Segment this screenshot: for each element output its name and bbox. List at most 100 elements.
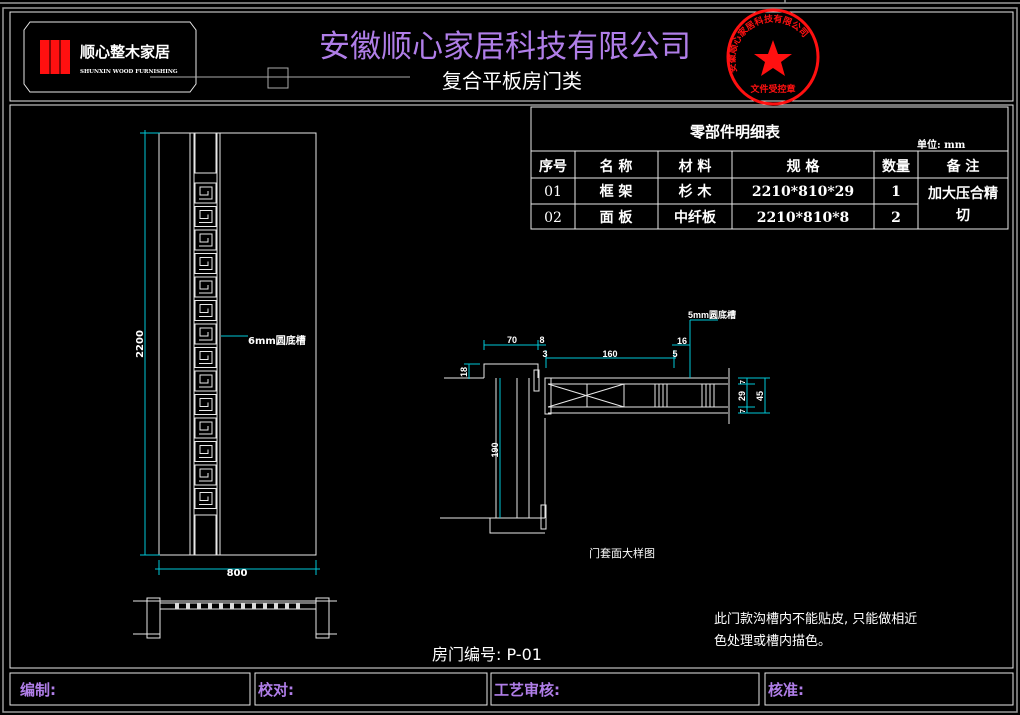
fret-motif <box>194 253 217 274</box>
height-dimension: 2200 <box>135 330 146 358</box>
dim-29: 29 <box>737 391 747 401</box>
section-block <box>230 603 234 609</box>
remark: 加大压合精 <box>927 185 998 202</box>
header-box <box>9 11 1014 102</box>
table-title: 零部件明细表 <box>689 123 781 141</box>
fret-motif <box>194 417 217 439</box>
column-header: 备 注 <box>946 158 980 175</box>
section-block <box>263 603 267 609</box>
detail-caption: 门套面大样图 <box>589 546 655 560</box>
dim-8: 8 <box>539 335 544 345</box>
section-block <box>208 603 212 609</box>
dim-3: 3 <box>542 349 547 359</box>
fret-motif <box>199 327 213 341</box>
checked-label: 校对: <box>258 681 294 699</box>
svg-text:杉 木: 杉 木 <box>679 183 713 200</box>
approved-label: 核准: <box>768 681 804 699</box>
fret-motif <box>199 492 213 505</box>
table-row: 01 框 架 杉 木 2210*810*29 1 <box>544 183 901 200</box>
fret-motif <box>199 304 213 317</box>
svg-text:1: 1 <box>891 184 901 200</box>
svg-text:2: 2 <box>891 210 901 226</box>
section-block <box>296 603 300 609</box>
logo-english: SHUNXIN WOOD FURNISHING <box>80 69 178 75</box>
fret-motif <box>194 182 217 204</box>
column-header: 序号 <box>539 158 567 175</box>
company-seal: 安徽顺心家居科技有限公司 文件受控章 <box>726 8 820 106</box>
column-header: 规 格 <box>787 158 821 175</box>
fret-motif <box>194 441 217 462</box>
signature-footer: 编制: 校对: 工艺审核: 核准: <box>9 672 1014 706</box>
dim-70: 70 <box>507 335 517 345</box>
fret-motif <box>194 206 217 227</box>
section-block <box>175 603 179 609</box>
fret-motif <box>199 280 213 294</box>
frame-detail-drawing: 5mm圆底槽 70 8 3 160 5 16 18 190 7 29 7 45 … <box>440 309 770 560</box>
fret-motif <box>194 488 217 509</box>
dim-45: 45 <box>755 391 765 401</box>
dim-18: 18 <box>459 367 469 377</box>
fret-motif <box>194 464 217 486</box>
section-block <box>219 603 223 609</box>
fret-motif <box>194 276 217 298</box>
table-row: 02 面 板 中纤板 2210*810*8 2 <box>544 209 901 226</box>
door-elevation: 2200 800 6mm圆底槽 房门编号: P-01 <box>133 130 542 664</box>
drafted-label: 编制: <box>20 681 56 699</box>
fret-motif <box>199 233 213 247</box>
company-name: 安徽顺心家居科技有限公司 <box>319 29 691 65</box>
fret-motif <box>194 347 217 368</box>
section-block <box>241 603 245 609</box>
dim-7: 7 <box>740 380 747 384</box>
svg-text:02: 02 <box>544 210 562 226</box>
column-header: 数量 <box>882 158 910 175</box>
remark: 切 <box>956 208 970 224</box>
svg-text:中纤板: 中纤板 <box>674 209 717 226</box>
fret-motif <box>199 445 213 458</box>
groove-label: 5mm圆底槽 <box>688 309 736 320</box>
section-block <box>274 603 278 609</box>
svg-text:01: 01 <box>544 184 562 200</box>
fret-motif <box>194 394 217 415</box>
logo-text: 顺心整木家居 <box>80 43 170 61</box>
width-dimension: 800 <box>227 568 248 579</box>
svg-text:框 架: 框 架 <box>600 183 633 200</box>
fret-motif <box>199 210 213 223</box>
dim-7: 7 <box>740 409 747 413</box>
section-block <box>252 603 256 609</box>
svg-text:2210*810*29: 2210*810*29 <box>752 184 854 200</box>
fret-motif <box>199 421 213 435</box>
note-text: 此门款沟槽内不能贴皮, 只能做相近 <box>714 611 917 627</box>
fret-motif <box>199 468 213 482</box>
fret-motif <box>194 370 217 392</box>
svg-text:面 板: 面 板 <box>600 209 634 226</box>
fret-motif <box>194 229 217 251</box>
groove-label: 6mm圆底槽 <box>248 334 306 347</box>
fret-motif <box>199 186 213 200</box>
fret-motif <box>194 323 217 345</box>
column-header: 材 料 <box>679 158 712 175</box>
dim-190: 190 <box>490 442 500 457</box>
fret-motif <box>194 300 217 321</box>
fret-motif <box>199 351 213 364</box>
svg-text:2210*810*8: 2210*810*8 <box>757 210 850 226</box>
outer-frame <box>2 7 1018 713</box>
section-block <box>285 603 289 609</box>
note-text: 色处理或槽内描色。 <box>714 633 831 649</box>
dim-16: 16 <box>677 336 687 346</box>
table-unit: 单位: mm <box>917 138 966 151</box>
svg-text:文件受控章: 文件受控章 <box>749 83 795 95</box>
fret-motif <box>199 257 213 270</box>
company-logo: 顺心整木家居 SHUNXIN WOOD FURNISHING <box>23 21 197 93</box>
section-block <box>197 603 201 609</box>
fret-motif <box>199 374 213 388</box>
dim-160: 160 <box>602 349 617 359</box>
drawing-subtitle: 复合平板房门类 <box>442 69 582 93</box>
dim-5: 5 <box>672 349 677 359</box>
parts-table: 零部件明细表 单位: mm 序号 名 称 材 料 规 格 数量 备 注 01 框… <box>530 106 1009 230</box>
door-number: 房门编号: P-01 <box>432 645 542 664</box>
section-block <box>186 603 190 609</box>
process-review-label: 工艺审核: <box>494 681 560 699</box>
column-header: 名 称 <box>600 158 633 175</box>
main-box <box>9 104 1014 669</box>
